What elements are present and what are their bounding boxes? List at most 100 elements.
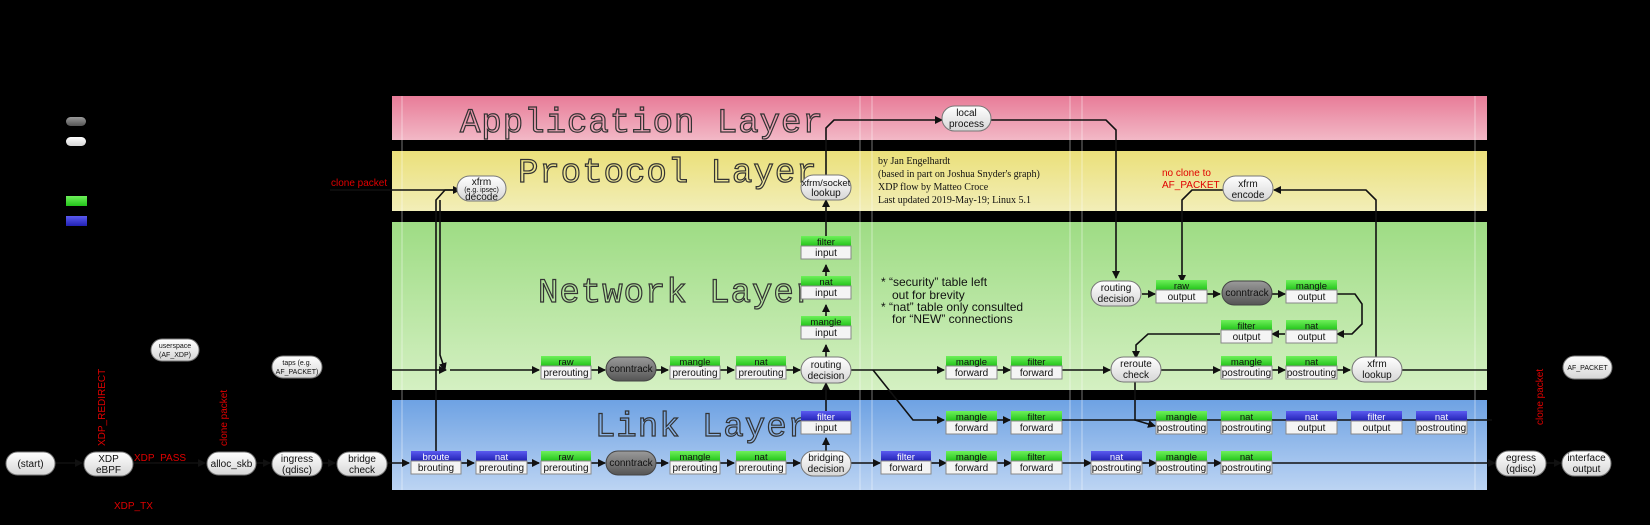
protocol-layer-band: Protocol Layer <box>392 151 1487 211</box>
svg-text:forward: forward <box>889 463 922 474</box>
svg-text:check: check <box>349 465 376 476</box>
svg-text:output: output <box>1573 464 1601 475</box>
conntrack-network-node: conntrack <box>605 356 657 382</box>
local-process-node: local process <box>941 105 992 132</box>
svg-text:lookup: lookup <box>811 188 841 199</box>
table-box-mangle-input-net: mangle input <box>800 316 852 340</box>
svg-text:prerouting: prerouting <box>738 368 783 379</box>
svg-text:mangle: mangle <box>956 452 987 463</box>
xdp-redirect-label: XDP_REDIRECT <box>97 369 108 446</box>
svg-text:xfrm: xfrm <box>1367 359 1386 370</box>
svg-text:prerouting: prerouting <box>543 463 588 474</box>
table-box-nat-postrouting-link-upper-blue: nat postrouting <box>1415 411 1468 435</box>
svg-text:process: process <box>949 119 984 130</box>
credit-line-2: (based in part on Joshua Snyder's graph) <box>878 169 1040 180</box>
svg-text:filter: filter <box>1028 357 1046 368</box>
start-node: (start) <box>5 451 56 476</box>
legend-eb-table-swatch <box>66 216 87 226</box>
svg-text:output: output <box>1298 423 1326 434</box>
svg-text:userspace: userspace <box>159 343 191 350</box>
svg-text:postrouting: postrouting <box>1417 423 1466 434</box>
svg-text:mangle: mangle <box>1296 281 1327 292</box>
output-routing-decision-node: routing decision <box>1090 280 1142 307</box>
column-dividers <box>401 96 1476 490</box>
svg-text:postrouting: postrouting <box>1157 463 1206 474</box>
svg-text:AF_PACKET: AF_PACKET <box>1567 365 1608 372</box>
no-clone-label-1: no clone to <box>1162 168 1211 179</box>
svg-text:forward: forward <box>955 463 988 474</box>
table-boxes: broute brouting nat prerouting raw prero… <box>410 236 1468 475</box>
table-box-raw-output-net: raw output <box>1155 280 1208 304</box>
svg-text:lookup: lookup <box>1362 370 1392 381</box>
userspace-afxdp-node: userspace (AF_XDP) <box>150 338 200 362</box>
table-box-filter-output-link: filter output <box>1350 411 1403 435</box>
svg-text:forward: forward <box>1020 423 1053 434</box>
table-box-mangle-postrouting-link-upper: mangle postrouting <box>1155 411 1208 435</box>
svg-text:output: output <box>1298 332 1326 343</box>
svg-text:prerouting: prerouting <box>672 463 717 474</box>
svg-text:broute: broute <box>423 452 450 463</box>
credit-line-3: XDP flow by Matteo Croce <box>878 182 989 193</box>
clone-packet-label-top: clone packet <box>331 178 387 189</box>
svg-text:input: input <box>815 288 837 299</box>
table-box-filter-input-link: filter input <box>800 411 852 435</box>
svg-text:decision: decision <box>808 371 845 382</box>
table-box-filter-forward-link-upper: filter forward <box>1010 411 1063 435</box>
table-box-mangle-forward-net: mangle forward <box>945 356 998 380</box>
legend-ip-table-swatch <box>66 196 87 206</box>
table-box-filter-forward-net: filter forward <box>1010 356 1063 380</box>
svg-text:output: output <box>1168 292 1196 303</box>
svg-text:taps (e.g.: taps (e.g. <box>282 360 311 367</box>
svg-text:mangle: mangle <box>679 452 710 463</box>
table-box-filter-input-net: filter input <box>800 236 852 260</box>
svg-text:nat: nat <box>1110 452 1124 463</box>
svg-text:raw: raw <box>1174 281 1189 292</box>
table-box-raw-prerouting-net: raw prerouting <box>540 356 592 380</box>
note-line-2: out for brevity <box>892 288 965 302</box>
taps-node: taps (e.g. AF_PACKET) <box>271 355 323 379</box>
link-layer-title: Link Layer <box>595 409 809 447</box>
svg-text:decision: decision <box>1098 294 1135 305</box>
svg-text:output: output <box>1298 292 1326 303</box>
svg-text:filter: filter <box>817 412 835 423</box>
table-box-mangle-prerouting-link: mangle prerouting <box>669 451 721 475</box>
svg-text:postrouting: postrouting <box>1222 368 1271 379</box>
xfrm-decode-node: xfrm (e.g. ipsec) decode <box>456 175 507 203</box>
svg-text:mangle: mangle <box>1166 452 1197 463</box>
table-box-nat-output-net: nat output <box>1285 320 1338 344</box>
legend-function-swatch <box>66 137 86 146</box>
svg-text:check: check <box>1123 370 1150 381</box>
table-box-nat-prerouting-link: nat prerouting <box>475 451 528 475</box>
svg-text:postrouting: postrouting <box>1157 423 1206 434</box>
legend <box>66 117 87 226</box>
xfrm-lookup-node: xfrm lookup <box>1351 356 1403 383</box>
table-box-nat-prerouting-net: nat prerouting <box>735 356 787 380</box>
svg-text:(start): (start) <box>17 459 43 470</box>
svg-text:brouting: brouting <box>418 463 454 474</box>
routing-decision-node: routing decision <box>800 356 852 384</box>
svg-text:forward: forward <box>1020 368 1053 379</box>
note-line-3: * “nat” table only consulted <box>881 300 1023 314</box>
svg-text:xfrm: xfrm <box>1238 179 1257 190</box>
clone-packet-label-right: clone packet <box>1535 369 1546 425</box>
svg-text:conntrack: conntrack <box>609 364 653 375</box>
svg-text:routing: routing <box>811 360 842 371</box>
svg-text:prerouting: prerouting <box>479 463 524 474</box>
svg-text:output: output <box>1233 332 1261 343</box>
table-box-broute-brouting: broute brouting <box>410 451 462 475</box>
xdp-pass-label: XDP_PASS <box>134 453 186 464</box>
svg-text:nat: nat <box>754 452 768 463</box>
svg-text:interface: interface <box>1567 453 1606 464</box>
svg-text:filter: filter <box>1238 321 1256 332</box>
svg-text:prerouting: prerouting <box>738 463 783 474</box>
egress-qdisc-node: egress (qdisc) <box>1495 450 1547 477</box>
table-box-filter-output-net: filter output <box>1220 320 1273 344</box>
table-box-mangle-prerouting-net: mangle prerouting <box>669 356 721 380</box>
svg-text:AF_PACKET): AF_PACKET) <box>276 369 319 376</box>
svg-text:routing: routing <box>1101 283 1132 294</box>
svg-text:local: local <box>956 108 977 119</box>
svg-text:postrouting: postrouting <box>1222 423 1271 434</box>
table-box-mangle-postrouting-net: mangle postrouting <box>1220 356 1273 380</box>
svg-text:postrouting: postrouting <box>1222 463 1271 474</box>
